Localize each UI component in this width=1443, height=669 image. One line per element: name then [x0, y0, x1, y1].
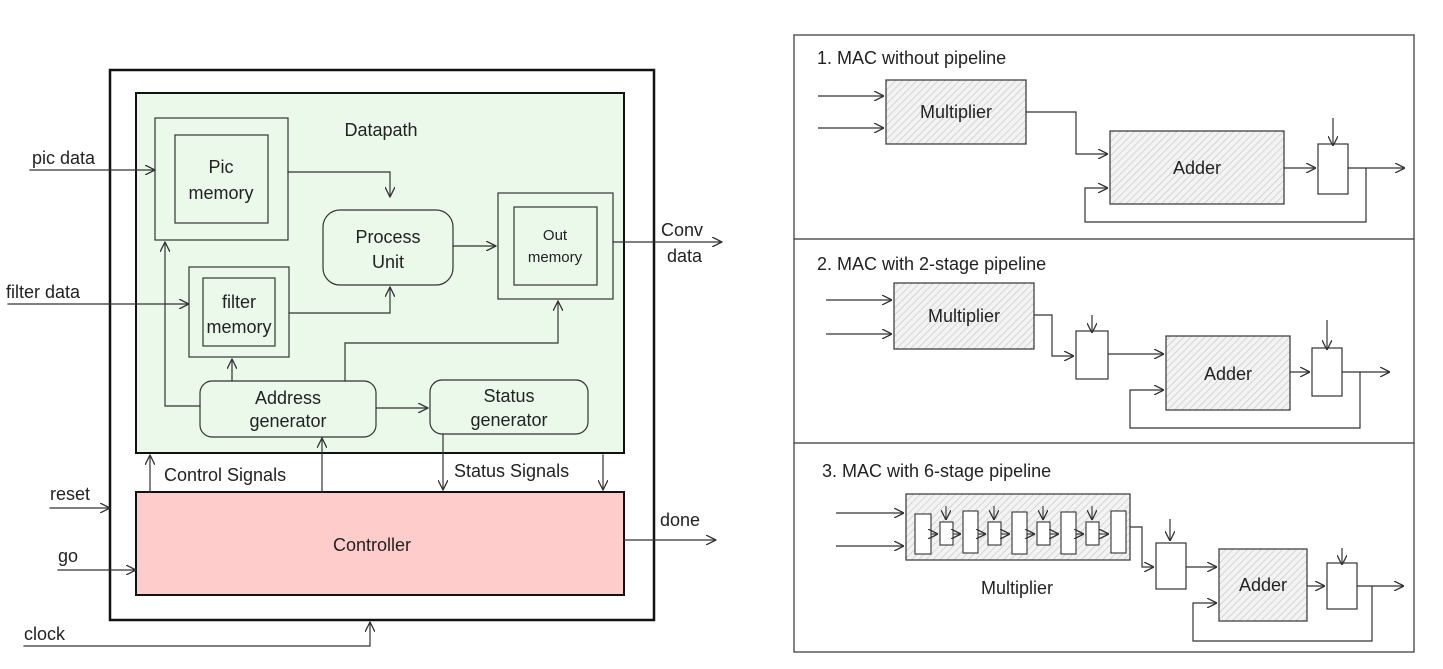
datapath-title: Datapath [344, 120, 417, 140]
process-unit-line2: Unit [372, 252, 404, 272]
block-diagram: Datapath Pic memory filter memory Proces… [6, 68, 723, 647]
filter-memory-line1: filter [222, 292, 256, 312]
pic-memory-line1: Pic [208, 157, 233, 177]
mac-panel-3-pipeline-stages [914, 510, 1127, 555]
status-generator-line2: generator [470, 410, 547, 430]
mac-panel-2-adder-label: Adder [1204, 364, 1252, 384]
mac-panel-3-register-1 [1155, 542, 1187, 590]
mac-panel-1-adder [1109, 130, 1285, 205]
mac-panel-frame [793, 34, 1415, 653]
address-generator: Address generator [199, 380, 377, 438]
out-memory-line1: Out [543, 227, 568, 244]
mac-panel-2-multiplier-label: Multiplier [928, 306, 1000, 326]
datapath-wires [165, 171, 558, 408]
conv-label: Conv [661, 220, 703, 240]
mac-panel-3-stage-wires [931, 506, 1109, 534]
mac-panel-1-register [1317, 143, 1349, 195]
mac-panel-2-adder [1165, 335, 1291, 411]
clock-label: clock [24, 624, 66, 644]
address-generator-line2: generator [249, 411, 326, 431]
status-signals-label: Status Signals [454, 461, 569, 481]
mac-panel-1-wires [818, 96, 1405, 223]
filter-data-label: filter data [6, 282, 81, 302]
out-memory-line2: memory [528, 249, 583, 266]
process-unit-line1: Process [355, 227, 420, 247]
datapath-box [135, 92, 625, 454]
status-generator-line1: Status [483, 386, 534, 406]
mac-panel-3-title: 3. MAC with 6-stage pipeline [822, 461, 1051, 481]
reset-label: reset [50, 484, 90, 504]
data-out-label: data [667, 246, 703, 266]
process-unit: Process Unit [322, 209, 454, 286]
mac-panel-2-register-1 [1075, 330, 1109, 380]
mac-panel-2-multiplier [893, 282, 1035, 350]
mac-panel-3-adder-label: Adder [1239, 575, 1287, 595]
mac-panel-3-register-2 [1326, 562, 1358, 610]
go-label: go [58, 546, 78, 566]
pic-memory: Pic memory [154, 117, 289, 241]
pic-data-label: pic data [32, 148, 96, 168]
filter-memory: filter memory [188, 266, 290, 358]
controller-label: Controller [333, 535, 411, 555]
mac-panel-3-adder [1218, 548, 1308, 622]
mac-panel-1-title: 1. MAC without pipeline [817, 48, 1006, 68]
chip-outer-border [108, 68, 656, 622]
address-generator-line1: Address [255, 388, 321, 408]
mac-panel-3: 3. MAC with 6-stage pipeline Multiplier [822, 461, 1404, 642]
mac-panel-2-title: 2. MAC with 2-stage pipeline [817, 254, 1046, 274]
mac-panel-2-register-2 [1311, 347, 1343, 397]
done-label: done [660, 510, 700, 530]
mac-panels: 1. MAC without pipeline Multiplier Adder… [793, 34, 1415, 653]
filter-memory-line2: memory [206, 317, 271, 337]
mac-panel-2: 2. MAC with 2-stage pipeline Multiplier … [817, 254, 1390, 429]
mac-panel-1-multiplier [885, 79, 1027, 145]
mac-panel-1-multiplier-label: Multiplier [920, 102, 992, 122]
mac-panel-3-wires [836, 513, 1404, 642]
control-signals-label: Control Signals [164, 465, 286, 485]
out-memory: Out memory [497, 192, 614, 300]
pic-memory-line2: memory [188, 183, 253, 203]
mac-panel-3-multiplier-label: Multiplier [981, 578, 1053, 598]
mac-panel-2-wires [826, 300, 1390, 429]
mac-panel-1-adder-label: Adder [1173, 158, 1221, 178]
controller-box [135, 491, 625, 596]
signal-wires [150, 433, 603, 493]
status-generator: Status generator [429, 379, 589, 435]
io-wires [7, 170, 723, 647]
mac-panel-1: 1. MAC without pipeline Multiplier Adder [817, 48, 1405, 223]
